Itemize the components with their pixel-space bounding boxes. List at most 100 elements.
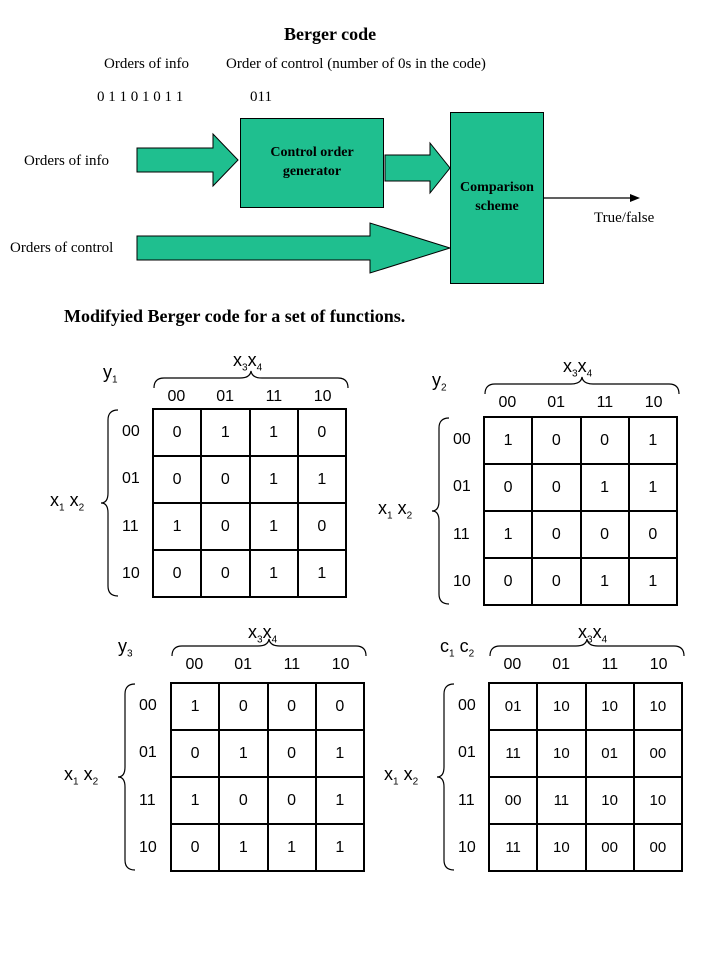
kmap-4-cell: 00: [585, 824, 634, 871]
kmap-1-cell: 1: [249, 409, 298, 456]
kmap-3-cell: 0: [267, 683, 316, 730]
kmap-3-cell: 0: [267, 730, 316, 777]
kmap-3-cell: 0: [267, 777, 316, 824]
kmap-1-col-var: x3x4: [233, 350, 263, 374]
kmap-4-cell: 01: [585, 730, 634, 777]
kmap-1-col-label: 00: [167, 388, 186, 405]
kmap-2-cell: 1: [484, 511, 533, 558]
kmap-3-cell: 0: [171, 824, 220, 871]
kmap-2-cell: 0: [532, 511, 581, 558]
kmap-4-col-var: x3x4: [578, 622, 608, 646]
kmap-1-cell: 0: [297, 409, 346, 456]
kmap-1-col-label: 11: [265, 388, 283, 405]
kmap-1-cell: 0: [201, 550, 250, 597]
kmap-2-cell: 0: [628, 511, 677, 558]
kmap-3-cell: 1: [219, 730, 268, 777]
kmap-4-cell: 11: [489, 824, 538, 871]
kmap-1-row-label: 00: [122, 422, 140, 440]
kmap-2-col-label: 01: [547, 394, 566, 411]
kmap-4-cell: 10: [633, 683, 682, 730]
kmap-1-cell: 1: [249, 550, 298, 597]
output-arrowhead: [630, 194, 640, 202]
kmap-3-col-label: 10: [331, 656, 350, 673]
kmap-4-row-label: 10: [458, 839, 476, 857]
kmap-1-col-label: 10: [313, 388, 332, 405]
kmap-4-cell: 10: [585, 777, 634, 824]
kmap-4-col-label: 00: [503, 656, 522, 673]
kmap-4-cell: 00: [489, 777, 538, 824]
kmap-4-col-label: 10: [649, 656, 668, 673]
kmap-3-col-label: 01: [234, 656, 253, 673]
kmap-3-cell: 0: [219, 683, 268, 730]
kmap-2-cell: 1: [628, 417, 677, 464]
kmap-2-col-var: x3x4: [563, 356, 593, 380]
kmap-2-row-brace: [431, 417, 450, 605]
kmap-2-cell: 1: [580, 464, 629, 511]
kmap-3-cell: 0: [219, 777, 268, 824]
kmap-2-cell: 0: [484, 464, 533, 511]
kmap-2-cell: 1: [628, 464, 677, 511]
kmap-3-name: y3: [118, 636, 133, 660]
kmap-1-cell: 0: [153, 456, 202, 503]
kmap-4-cell: 00: [633, 730, 682, 777]
kmap-1-cell: 0: [201, 456, 250, 503]
kmap-2-name: y2: [432, 370, 447, 394]
kmap-1-cell: 1: [201, 409, 250, 456]
kmap-1-row-var: x1 x2: [50, 490, 85, 514]
section-title: Modifyied Berger code for a set of funct…: [64, 306, 406, 326]
kmap-1-cell: 0: [153, 409, 202, 456]
kmap-3-row-label: 11: [139, 791, 156, 809]
kmap-4-cell: 00: [633, 824, 682, 871]
kmap-1-col-label: 01: [216, 388, 235, 405]
block-diagram: [136, 132, 640, 274]
kmap-4-cell: 10: [633, 777, 682, 824]
kmap-3-cell: 1: [315, 777, 364, 824]
kmap-3-row-label: 10: [139, 839, 157, 857]
kmap-2-cell: 0: [532, 558, 581, 605]
kmap-1-cell: 1: [297, 456, 346, 503]
kmap-3-row-var: x1 x2: [64, 764, 99, 788]
kmap-1-row-label: 11: [122, 517, 139, 535]
info-arrow: [136, 132, 239, 188]
kmap-4-row-label: 01: [458, 744, 476, 762]
kmap-2-row-label: 01: [453, 478, 471, 496]
kmap-4-name: c1 c2: [440, 636, 475, 660]
info-bits: 0 1 1 0 1 0 1 1: [97, 89, 184, 105]
kmap-1-col-labels: 00 01 11 10: [152, 388, 347, 406]
kmap-3-cell: 1: [171, 683, 220, 730]
kmap-3-cell: 1: [171, 777, 220, 824]
generator-arrow: [384, 141, 451, 195]
kmap-1-cell: 1: [249, 503, 298, 550]
kmap-1-cell: 0: [201, 503, 250, 550]
input-info-label: Orders of info: [24, 153, 109, 169]
kmap-1-cell: 0: [297, 503, 346, 550]
kmap-4-row-label: 11: [458, 791, 475, 809]
kmap-3-cell: 1: [315, 730, 364, 777]
kmap-4-row-var: x1 x2: [384, 764, 419, 788]
kmap-3-col-brace: [171, 638, 367, 657]
kmap-1-row-label: 01: [122, 470, 140, 488]
kmap-4-cell: 10: [537, 824, 586, 871]
control-header: Order of control (number of 0s in the co…: [226, 56, 486, 72]
kmap-4-row-label: 00: [458, 696, 476, 714]
kmap-2-col-label: 11: [596, 394, 614, 411]
kmap-1-cell: 0: [153, 550, 202, 597]
control-arrow: [136, 222, 452, 274]
kmap-3-col-label: 00: [185, 656, 204, 673]
kmap-2-cell: 0: [532, 464, 581, 511]
kmap-2-cell: 1: [628, 558, 677, 605]
kmap-3-cell: 1: [267, 824, 316, 871]
kmap-2-col-label: 00: [498, 394, 517, 411]
kmap-4-col-label: 11: [601, 656, 619, 673]
kmap-2-cell: 0: [580, 417, 629, 464]
kmap-3-col-var: x3x4: [248, 622, 278, 646]
kmap-3-col-label: 11: [283, 656, 301, 673]
input-control-label: Orders of control: [10, 240, 114, 256]
kmap-2-col-brace: [484, 376, 680, 395]
kmap-4-row-brace: [436, 683, 455, 871]
